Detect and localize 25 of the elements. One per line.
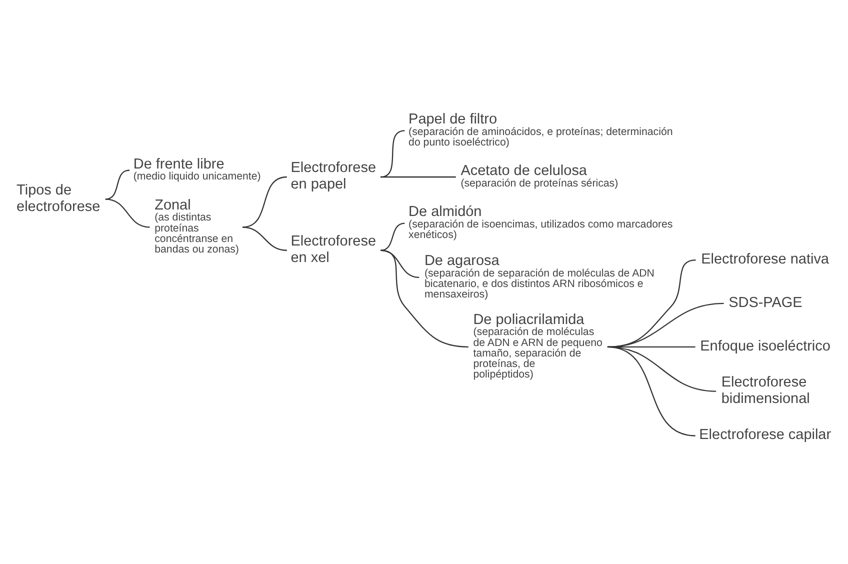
connector (105, 198, 150, 228)
node-text: Papel de filtro (separación de aminoácidos, e proteínas; determinación do punto isoeléctrico) (408, 111, 673, 148)
node-text: De poliacrilamida (separación de moléculas de ADN e ARN de pequeno tamaño, separación de proteínas, de polipéptidos) (473, 312, 602, 381)
node-text: Electroforese bidimensional (721, 374, 810, 407)
node-text: Zonal (as distintas proteínas concéntranse en bandas ou zonas) (154, 197, 239, 256)
connector (380, 176, 456, 178)
node-text: Electroforese capilar (699, 427, 832, 444)
node-text: De frente libre (medio liquido unicamente) (133, 156, 261, 183)
connector (242, 176, 287, 228)
connector (607, 346, 696, 436)
node-text: Enfoque isoeléctrico (700, 338, 830, 354)
node-text: Electroforese nativa (701, 251, 829, 268)
node-text: De almidón (separación de isoencimas, utilizados como marcadores xenéticos) (408, 204, 673, 242)
connector (380, 222, 405, 251)
connector (105, 170, 130, 200)
node-text: Electroforese en papel (290, 160, 376, 193)
connector (380, 130, 405, 178)
connector (380, 250, 468, 348)
connector (607, 302, 724, 348)
node-text: Acetato de celulosa (separación de proteínas séricas) (460, 163, 618, 190)
node-text: Electroforese en xel (290, 234, 376, 266)
node-text: SDS-PAGE (728, 294, 802, 311)
connector (242, 226, 287, 251)
node-text: De agarosa (separación de separación de moléculas de ADN bicatenario, e dos distintos ARN ribosómicos e mensaxeiros) (424, 252, 654, 300)
node-text: Tipos de electroforese (16, 182, 100, 215)
